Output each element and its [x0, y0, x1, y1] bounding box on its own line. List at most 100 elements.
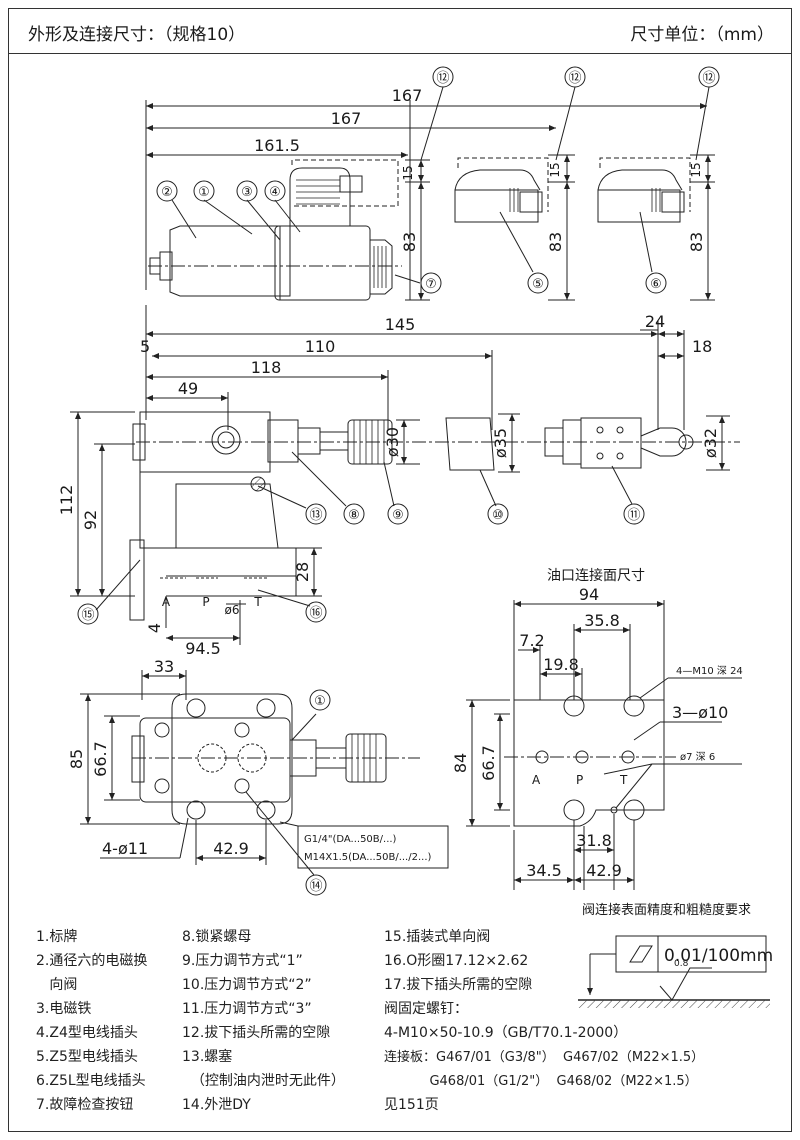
adjust-knob [347, 419, 393, 465]
option-11-key [640, 427, 687, 457]
connector-head [289, 167, 351, 226]
dia-35: ø35 [491, 428, 510, 458]
callout-6: ⑥ [650, 277, 662, 292]
header-bar: 外形及连接尺寸：（规格10） 尺寸单位：（mm） [8, 8, 792, 54]
note-box [297, 825, 449, 869]
note-line-1: G1/4"(DA...50B/...) [304, 834, 397, 845]
variant-5-group [454, 66, 586, 301]
port-face-title: 油口连接面尺寸 [547, 567, 645, 584]
callout-11: ⑪ [627, 508, 640, 523]
v6-dim-83: 83 [687, 232, 706, 252]
callout-circle-3 [236, 180, 258, 202]
pf-dim-31-8: 31.8 [576, 831, 612, 850]
roughness-symbol [659, 967, 712, 1001]
dim-167: 167 [331, 109, 362, 128]
v5-dim-83: 83 [546, 232, 565, 252]
callout-circle-12a [432, 66, 454, 88]
legend-c3-0: 15.插装式单向阀 [384, 929, 491, 945]
legend-c1-1: 2.通径六的电磁换 [36, 953, 148, 969]
front-port-a: A [162, 595, 171, 609]
dim-28: 28 [293, 562, 312, 582]
v5-dim-15: 15 [548, 162, 562, 177]
legend-c1-5: 5.Z5型电线插头 [36, 1049, 138, 1065]
dim-167-top: 167 [392, 86, 423, 105]
top-dim-4-d11: 4-ø11 [102, 839, 148, 858]
dim-118: 118 [251, 358, 282, 377]
legend-c2-3: 11.压力调节方式“3” [182, 1001, 312, 1017]
top-knob [345, 733, 387, 783]
flatness-value: 0.01/100mm [664, 946, 773, 966]
legend-c3-1: 16.O形圈17.12×2.62 [384, 953, 529, 969]
solenoid-coil [274, 225, 371, 301]
side-view-group [145, 66, 707, 301]
legend-c3-2: 17.拔下插头所需的空隙 [384, 977, 533, 993]
surface-requirement-group [578, 935, 770, 1008]
pf-dim-84: 84 [451, 753, 470, 773]
pf-dim-7-2: 7.2 [519, 631, 544, 650]
dim-4: 4 [145, 623, 164, 633]
callout-12b: ⑫ [568, 71, 581, 86]
callout-14: ⑭ [309, 879, 322, 894]
callout-7: ⑦ [425, 277, 437, 292]
dim-161-5: 161.5 [254, 136, 300, 155]
legend-c2-1: 9.压力调节方式“1” [182, 953, 303, 969]
top-plate [171, 693, 293, 825]
callout-circle-1 [193, 180, 215, 202]
dim-15: 15 [401, 165, 415, 180]
callout-circle-4 [264, 180, 286, 202]
callout-15: ⑮ [81, 608, 94, 623]
dim-49: 49 [178, 379, 198, 398]
dim-145: 145 [385, 315, 416, 334]
front-port-t: T [253, 595, 262, 609]
callout-9: ⑨ [392, 508, 404, 523]
legend-c2-0: 8.锁紧螺母 [182, 929, 252, 945]
pf-note-3d10: 3—ø10 [672, 703, 728, 722]
callout-circle-7 [420, 272, 442, 294]
surface-title: 阀连接表面精度和粗糙度要求 [582, 902, 751, 918]
dia-30: ø30 [383, 427, 402, 457]
dim-24: 24 [645, 312, 665, 331]
top-dim-33: 33 [154, 657, 174, 676]
callout-4: ④ [269, 185, 281, 200]
dim-112: 112 [57, 485, 76, 516]
top-dim-85: 85 [67, 749, 86, 769]
callout-1: ① [198, 185, 210, 200]
callout-13: ⑬ [309, 508, 322, 523]
pf-dim-94: 94 [579, 585, 599, 604]
pf-dim-66-7: 66.7 [479, 745, 498, 781]
legend-c3-6: G468/01（G1/2"） G468/02（M22×1.5） [384, 1074, 698, 1089]
legend-c3-3: 阀固定螺钉： [384, 1001, 468, 1017]
front-port-p: P [202, 595, 209, 609]
variant-6-group [597, 66, 720, 301]
pf-dim-19-8: 19.8 [543, 655, 579, 674]
dim-d6: ø6 [225, 603, 240, 617]
dim-18: 18 [692, 337, 712, 356]
pf-note-m10: 4—M10 深 24 [676, 665, 743, 677]
drawing-frame [8, 8, 792, 1132]
legend-c2-7: 14.外泄DY [182, 1097, 251, 1113]
callout-circle-2 [156, 180, 178, 202]
dim-110: 110 [305, 337, 336, 356]
pf-note-d7: ø7 深 6 [680, 751, 715, 763]
legend-c1-6: 6.Z5L型电线插头 [36, 1073, 146, 1089]
dim-5: 5 [140, 337, 150, 356]
callout-16: ⑯ [309, 606, 322, 621]
callout-2: ② [161, 185, 173, 200]
legend-c3-4: 4-M10×50-10.9（GB/T70.1-2000） [384, 1025, 628, 1041]
top-dim-66-7: 66.7 [91, 741, 110, 777]
legend-c2-5: 13.螺塞 [182, 1049, 233, 1065]
front-view-group [70, 305, 740, 645]
legend-c3-7: 见151页 [384, 1097, 439, 1113]
top-dim-42-9: 42.9 [213, 839, 249, 858]
legend-c3-5: 连接板：G467/01（G3/8"） G467/02（M22×1.5） [384, 1050, 705, 1065]
legend-c2-4: 12.拔下插头所需的空隙 [182, 1025, 331, 1041]
dim-92: 92 [81, 510, 100, 530]
roughness-value: 0.8 [674, 959, 689, 969]
callout-3: ③ [241, 185, 253, 200]
port-face-group [466, 600, 742, 890]
valve-body-outline [169, 225, 291, 297]
callout-1b: ① [314, 694, 326, 709]
callout-5: ⑤ [532, 277, 544, 292]
plug-clearance-outline [291, 159, 399, 207]
callout-12a: ⑫ [436, 71, 449, 86]
